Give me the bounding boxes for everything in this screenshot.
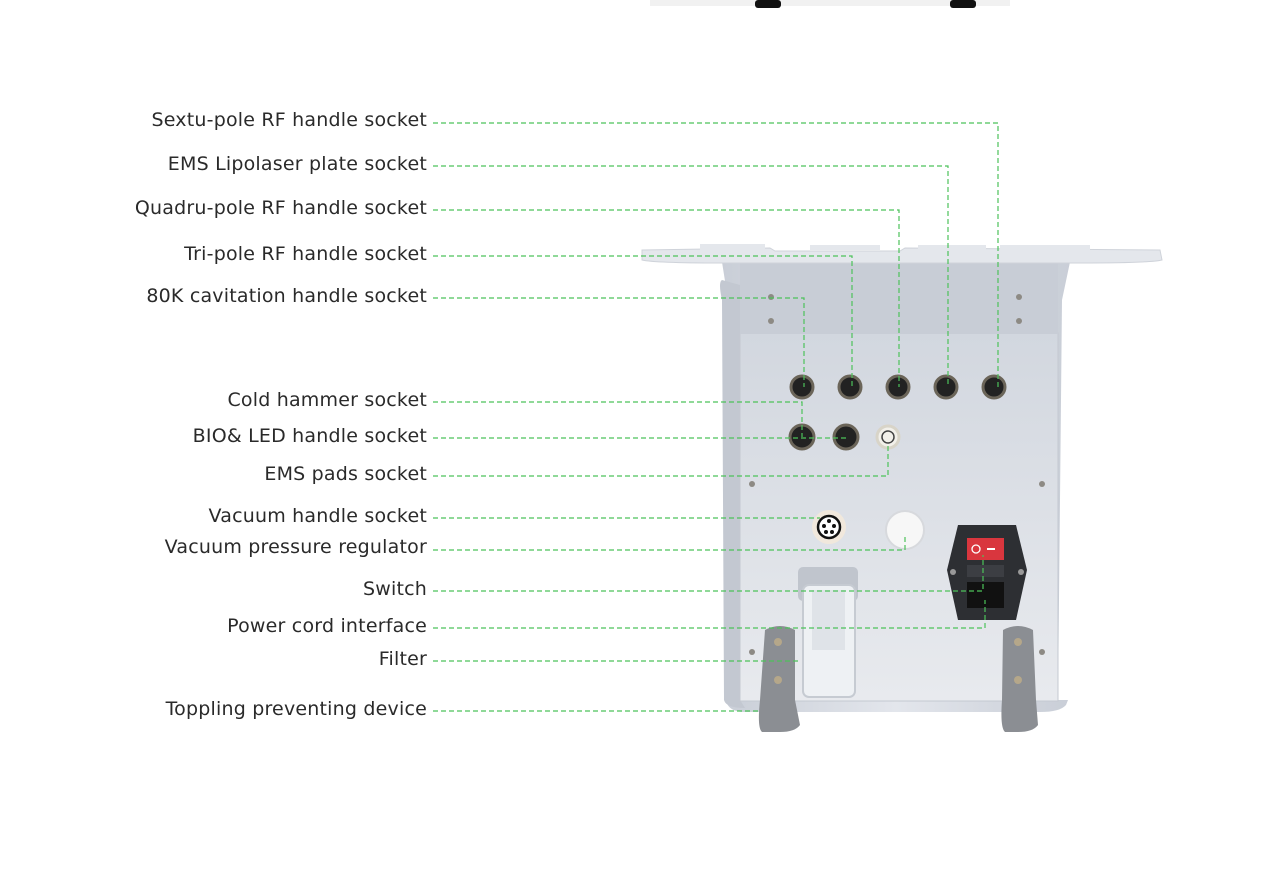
leader-line xyxy=(433,165,949,387)
upper-device-feet xyxy=(650,0,1010,8)
leader-line xyxy=(433,209,900,387)
leader-line xyxy=(433,297,805,387)
label-toppling-preventing-device: Toppling preventing device xyxy=(165,698,427,720)
label-ems-pads-socket: EMS pads socket xyxy=(264,463,427,485)
socket-row-top xyxy=(789,374,1007,400)
label-vacuum-handle-socket: Vacuum handle socket xyxy=(208,505,427,527)
leader-line xyxy=(433,535,906,551)
power-module xyxy=(947,525,1027,620)
vacuum-socket xyxy=(812,510,846,544)
leader-line xyxy=(433,401,803,437)
toppling-preventing-feet xyxy=(758,626,1038,732)
label-tri-pole-rf-socket: Tri-pole RF handle socket xyxy=(184,243,427,265)
filter xyxy=(798,567,858,698)
leader-line xyxy=(433,255,853,387)
device-body xyxy=(641,244,1163,712)
leader-line xyxy=(433,122,999,387)
socket-row-middle xyxy=(788,423,901,451)
label-cold-hammer-socket: Cold hammer socket xyxy=(227,389,427,411)
pressure-knob xyxy=(885,510,925,550)
label-ems-lipolaser-socket: EMS Lipolaser plate socket xyxy=(167,153,427,175)
label-filter: Filter xyxy=(378,648,427,670)
label-power-cord-interface: Power cord interface xyxy=(227,615,427,637)
leader-line xyxy=(433,600,986,629)
leader-line xyxy=(433,445,889,477)
label-quadru-pole-rf-socket: Quadru-pole RF handle socket xyxy=(134,197,427,219)
leader-lines xyxy=(433,122,999,712)
label-vacuum-pressure-regulator: Vacuum pressure regulator xyxy=(164,536,427,558)
label-sextu-pole-rf-socket: Sextu-pole RF handle socket xyxy=(151,109,427,131)
label-80k-cavitation-socket: 80K cavitation handle socket xyxy=(146,285,427,307)
label-bio-led-socket: BIO& LED handle socket xyxy=(192,425,427,447)
label-switch: Switch xyxy=(362,578,427,600)
